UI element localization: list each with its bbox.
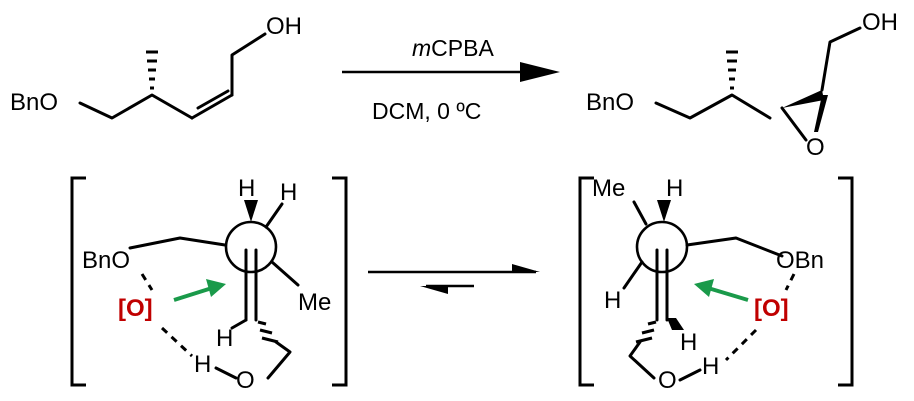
reagent-label: mCPBA: [412, 35, 494, 61]
reactant-methyl-hashed-bond: [146, 50, 158, 90]
product-epoxide-ring: [780, 90, 828, 142]
reaction-arrow-head: [520, 62, 560, 82]
conditions-label: DCM, 0 ºC: [372, 98, 481, 124]
left-h-top-1: H: [238, 175, 255, 202]
left-h-top-2: H: [280, 179, 297, 206]
right-h-left-bond: [622, 260, 644, 290]
left-bno-bond: [128, 236, 227, 250]
reactant-bno-label: BnO: [10, 89, 58, 116]
reactant-allylic-bond: [230, 32, 267, 97]
reactant-alkene-inner-bond: [196, 89, 230, 110]
reactant-molecule: BnO OH: [10, 13, 302, 120]
left-h-mid: H: [216, 325, 233, 352]
left-me-label: Me: [298, 289, 331, 316]
left-hbond-dashed: [160, 326, 194, 358]
left-o-bottom: O: [236, 367, 255, 394]
left-ch2o-bond: [266, 340, 292, 380]
right-obn-bond: [685, 236, 784, 258]
right-hbond-dashed: [724, 328, 758, 362]
right-o-dashed-bond: [784, 273, 796, 291]
left-o-dashed-bond: [140, 273, 154, 291]
right-ch2o-bond: [628, 340, 656, 380]
right-oxidant-label: [O]: [754, 295, 789, 322]
reactant-chain-bond: [78, 93, 194, 120]
left-oxidant-label: [O]: [118, 295, 153, 322]
right-h-mid-wedge: [667, 318, 684, 330]
left-bno-label: BnO: [82, 247, 130, 274]
product-chain-bond: [654, 93, 772, 120]
product-oh-label: OH: [862, 9, 898, 36]
product-bno-label: BnO: [586, 89, 634, 116]
left-oh-bond: [214, 366, 238, 380]
equilibrium-arrow: [368, 264, 540, 294]
product-molecule: BnO O OH: [586, 9, 898, 161]
right-bracket-open: [578, 176, 594, 387]
right-bracket-close: [838, 176, 854, 387]
left-hashed-bond: [257, 320, 279, 344]
left-newman-circle: [224, 220, 278, 274]
equilibrium-reverse-head: [420, 286, 448, 294]
left-me-bond: [270, 260, 300, 287]
right-me-label: Me: [592, 175, 625, 202]
right-attack-arrow-head: [694, 279, 714, 297]
left-transition-state: BnO H H Me H O H [O]: [70, 175, 348, 394]
left-h2-bond: [264, 202, 284, 229]
equilibrium-forward-head: [512, 264, 540, 272]
left-h-bottom: H: [194, 351, 211, 378]
reactant-alkene-bond: [190, 93, 234, 120]
right-h-left: H: [604, 287, 621, 314]
product-epoxide-o-label: O: [806, 134, 825, 161]
right-h-bottom: H: [702, 353, 719, 380]
right-attack-arrow: [707, 286, 749, 302]
product-methyl-hashed-bond: [726, 50, 738, 90]
product-allylic-bond: [820, 26, 862, 92]
right-me-bond: [632, 200, 648, 226]
reaction-arrow: mCPBA DCM, 0 ºC: [342, 35, 560, 124]
left-h-mid-bond: [230, 318, 248, 330]
right-transition-state: Me H OBn H H O H [O]: [578, 175, 854, 394]
right-obn-label: OBn: [776, 247, 824, 274]
right-oh-bond: [678, 368, 702, 382]
left-bracket-close: [332, 176, 348, 387]
left-attack-arrow: [173, 286, 213, 302]
reactant-oh-label: OH: [266, 13, 302, 40]
right-newman-circle: [635, 220, 689, 274]
right-h-wedge: [657, 200, 671, 222]
left-attack-arrow-head: [206, 279, 226, 297]
right-o-bottom: O: [658, 367, 677, 394]
right-h-top: H: [666, 175, 683, 202]
right-h-mid: H: [680, 329, 697, 356]
left-h-wedge: [244, 200, 258, 222]
right-hashed-bond: [635, 320, 657, 344]
left-bracket-open: [70, 176, 86, 387]
